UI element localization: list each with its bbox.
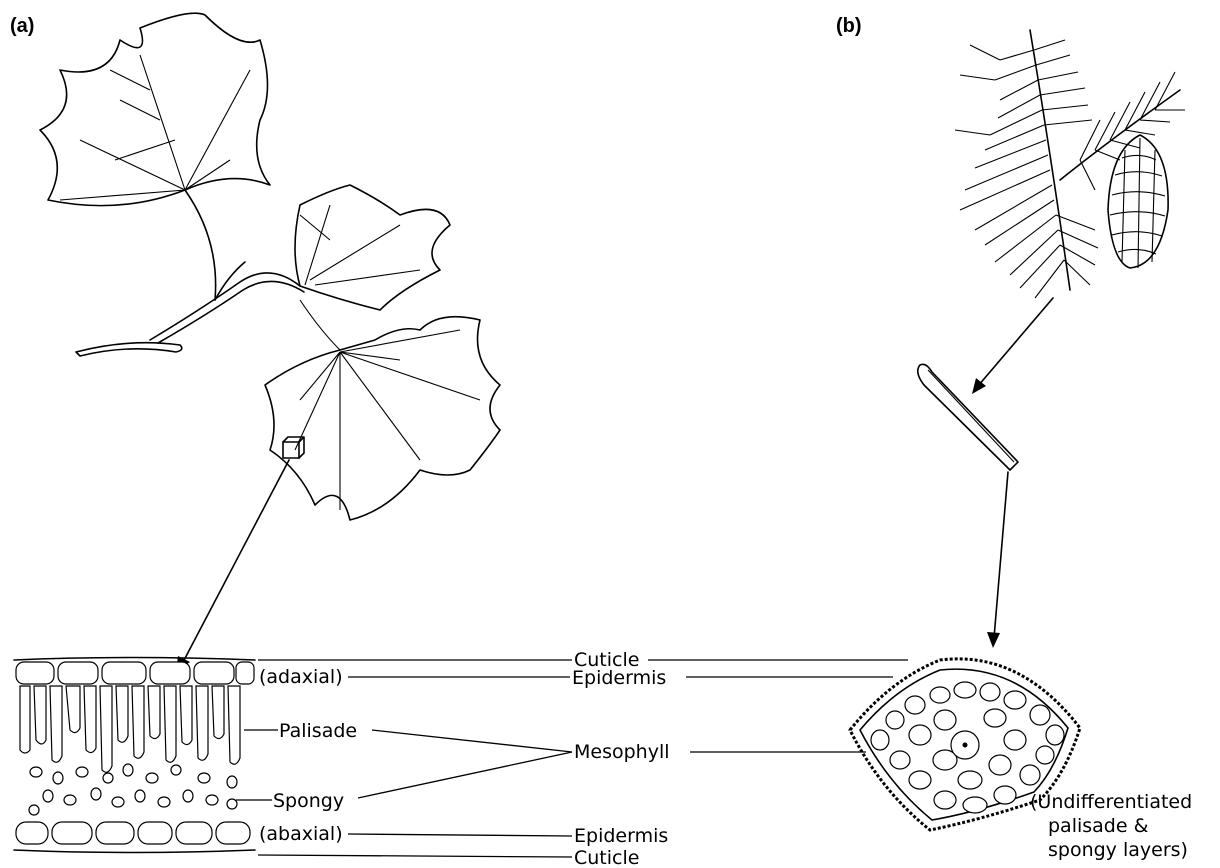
single-needle-drawing (918, 364, 1018, 470)
panel-a-label: (a) (10, 15, 34, 37)
note-line-2: palisade & (1048, 815, 1149, 837)
broadleaf-cross-section (14, 658, 255, 853)
broadleaf-twig-drawing (40, 13, 500, 520)
arrow-b1 (972, 298, 1053, 394)
conifer-branch-drawing (955, 30, 1185, 298)
label-palisade: Palisade (279, 720, 357, 742)
label-mesophyll: Mesophyll (574, 741, 670, 763)
label-epidermis-top: Epidermis (572, 667, 666, 689)
label-adaxial: (adaxial) (259, 666, 343, 688)
arrow-a (176, 460, 289, 672)
label-epidermis-bottom: Epidermis (574, 825, 668, 847)
label-abaxial: (abaxial) (259, 823, 343, 845)
panel-b-label: (b) (836, 15, 862, 37)
label-cuticle-bottom: Cuticle (574, 847, 639, 868)
label-spongy: Spongy (273, 790, 344, 812)
note-line-3: spongy layers) (1048, 839, 1188, 861)
note-line-1: (Undifferentiated (1030, 791, 1192, 813)
arrow-b2 (987, 472, 1008, 648)
